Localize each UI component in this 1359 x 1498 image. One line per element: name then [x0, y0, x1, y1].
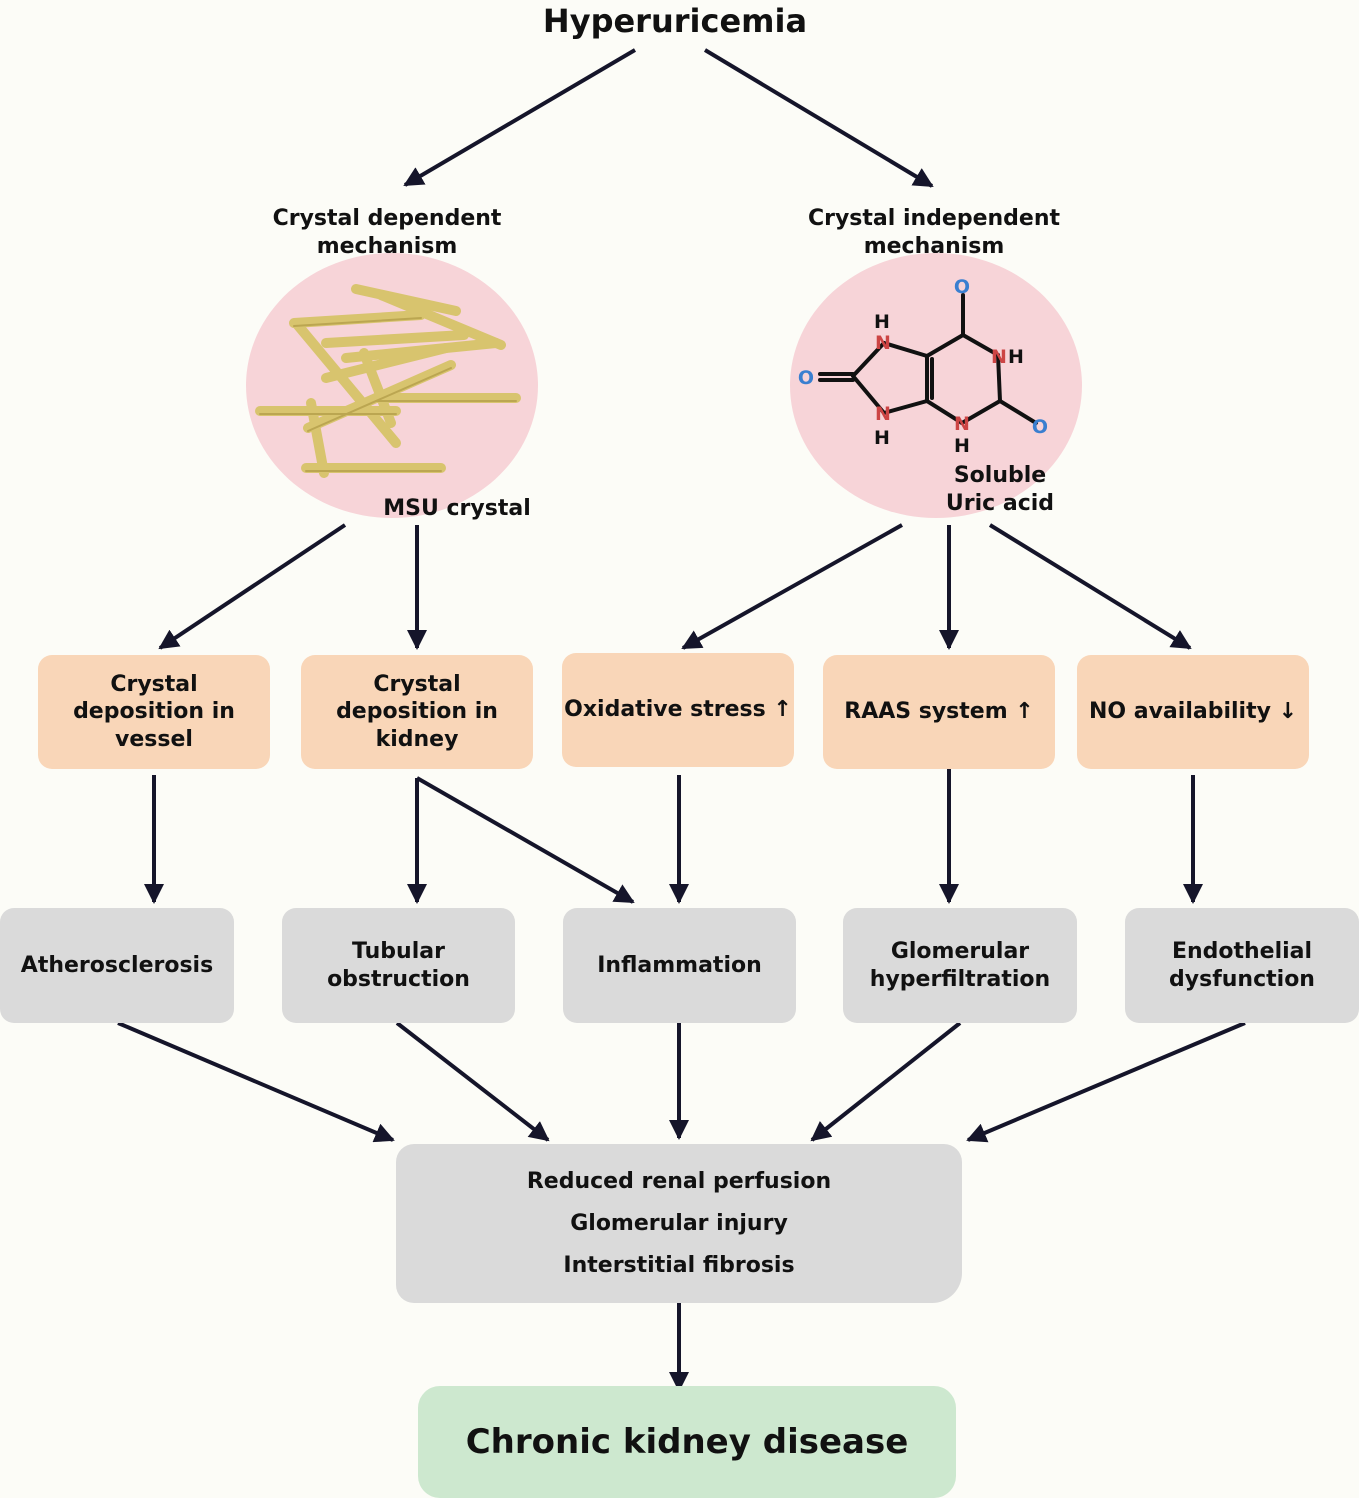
- glomerular-hyperfiltration-box: Glomerular hyperfiltration: [843, 908, 1077, 1023]
- arrow-uric-to-no: [988, 523, 1192, 650]
- arrow-endothelial-to-renal: [966, 1021, 1246, 1143]
- arrow-hyper-to-dependent: [403, 48, 637, 187]
- arrow-hyper-to-independent: [703, 48, 934, 188]
- inflammation-box: Inflammation: [563, 908, 796, 1023]
- atom-h1: H: [874, 311, 890, 333]
- msu-crystal-image: [255, 284, 521, 478]
- uric-acid-molecule: O O O N N N N H H H H: [798, 276, 1048, 457]
- diagram-title: Hyperuricemia: [542, 2, 808, 40]
- endothelial-dysfunction-box: Endothelial dysfunction: [1125, 908, 1359, 1023]
- atom-h4: H: [954, 435, 970, 457]
- arrow-atherosclerosis-to-renal: [117, 1021, 395, 1143]
- uric-acid-circle: [790, 253, 1082, 518]
- chronic-kidney-disease-box: Chronic kidney disease: [418, 1386, 956, 1498]
- tubular-obstruction-box: Tubular obstruction: [282, 908, 515, 1023]
- atom-h3: H: [1008, 346, 1024, 368]
- finding-interstitial-fibrosis: Interstitial fibrosis: [563, 1252, 795, 1278]
- finding-glomerular-injury: Glomerular injury: [570, 1210, 788, 1236]
- arrow-crystal-to-vessel: [158, 523, 347, 650]
- arrow-tubular-to-renal: [395, 1021, 550, 1142]
- atom-h2: H: [874, 427, 890, 449]
- arrow-kidney-to-inflammation: [416, 776, 635, 904]
- crystal-dependent-label: Crystal dependent mechanism: [272, 206, 502, 259]
- atom-n1: N: [875, 332, 891, 354]
- atom-o-right: O: [1032, 416, 1048, 438]
- arrow-uric-to-oxidative: [681, 523, 903, 650]
- msu-crystal-caption: MSU crystal: [383, 496, 531, 521]
- no-availability-box: NO availability ↓: [1077, 655, 1309, 769]
- crystal-independent-label: Crystal independent mechanism: [807, 206, 1061, 259]
- atherosclerosis-box: Atherosclerosis: [0, 908, 234, 1023]
- raas-system-box: RAAS system ↑: [823, 655, 1055, 769]
- soluble-uric-acid-caption: Soluble Uric acid: [945, 463, 1055, 516]
- atom-n4: N: [954, 413, 970, 435]
- atom-n3: N: [991, 346, 1007, 368]
- arrow-hyperfiltration-to-renal: [810, 1021, 962, 1142]
- atom-n2: N: [875, 403, 891, 425]
- atom-o-top: O: [954, 276, 970, 298]
- finding-reduced-renal-perfusion: Reduced renal perfusion: [526, 1168, 832, 1194]
- crystal-deposition-vessel-box: Crystal deposition in vessel: [38, 655, 270, 769]
- renal-findings-box: Reduced renal perfusion Glomerular injur…: [396, 1144, 962, 1303]
- atom-o-left: O: [798, 367, 814, 389]
- crystal-deposition-kidney-box: Crystal deposition in kidney: [301, 655, 533, 769]
- oxidative-stress-box: Oxidative stress ↑: [562, 653, 794, 767]
